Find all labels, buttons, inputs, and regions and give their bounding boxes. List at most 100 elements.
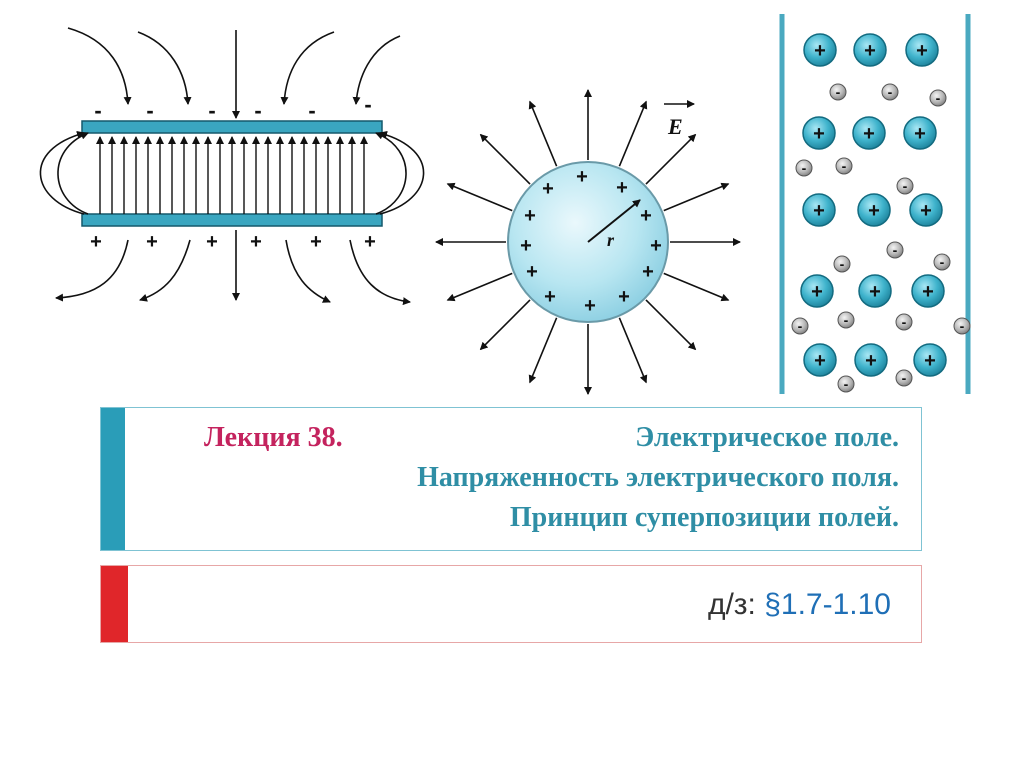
lecture-number: Лекция 38. <box>204 422 343 453</box>
field-ray <box>446 272 513 302</box>
svg-text:-: - <box>903 178 908 194</box>
svg-text:-: - <box>940 254 945 270</box>
svg-text:-: - <box>836 84 841 100</box>
charge-plus: + <box>584 295 596 317</box>
svg-text:+: + <box>813 123 825 145</box>
field-ray <box>528 100 558 167</box>
homework-sections: §1.7-1.10 <box>764 588 891 621</box>
charge-plus: + <box>526 261 538 283</box>
positive-ion: + <box>857 193 891 227</box>
field-ray <box>528 317 558 384</box>
electron: - <box>835 157 853 175</box>
charge-plus: + <box>90 231 102 253</box>
positive-ion: + <box>803 343 837 377</box>
svg-text:-: - <box>844 312 849 328</box>
charge-minus: - <box>308 98 315 123</box>
homework-accent-bar <box>101 566 128 642</box>
svg-text:+: + <box>920 200 932 222</box>
svg-text:-: - <box>888 84 893 100</box>
positive-ion: + <box>803 33 837 67</box>
charge-plus: + <box>146 231 158 253</box>
positive-ion: + <box>852 116 886 150</box>
charge-plus: + <box>524 205 536 227</box>
svg-text:+: + <box>865 350 877 372</box>
svg-text:+: + <box>914 123 926 145</box>
svg-text:+: + <box>811 281 823 303</box>
homework-text: д/з: §1.7-1.10 <box>708 588 891 622</box>
svg-text:+: + <box>869 281 881 303</box>
radius-label: r <box>607 230 615 250</box>
electron: - <box>791 317 809 335</box>
radius-arrow <box>587 199 641 243</box>
positive-ion: + <box>913 343 947 377</box>
charge-plus: + <box>206 231 218 253</box>
electron: - <box>881 83 899 101</box>
electron: - <box>833 255 851 273</box>
positive-ion: + <box>903 116 937 150</box>
capacitor-diagram: - - - - - - + + + + + + <box>39 27 425 306</box>
positive-ion: + <box>854 343 888 377</box>
charge-plus: + <box>520 235 532 257</box>
lecture-title: Электрическое поле. Напряженность электр… <box>139 418 899 538</box>
charge-plus: + <box>576 166 588 188</box>
positive-ion: + <box>909 193 943 227</box>
field-ray <box>645 299 697 351</box>
field-lines-inner <box>96 136 368 214</box>
svg-text:+: + <box>924 350 936 372</box>
field-ray <box>618 100 648 167</box>
field-ray <box>645 133 697 185</box>
negative-charge-labels: - - - - - - <box>94 92 371 123</box>
electron: - <box>929 89 947 107</box>
svg-text:-: - <box>902 314 907 330</box>
negative-plate <box>81 120 383 134</box>
electron: - <box>933 253 951 271</box>
charge-minus: - <box>146 98 153 123</box>
field-ray <box>618 317 648 384</box>
charge-plus: + <box>640 205 652 227</box>
charge-minus: - <box>254 98 261 123</box>
charge-minus: - <box>94 98 101 123</box>
field-ray <box>479 133 531 185</box>
electron: - <box>837 311 855 329</box>
electron: - <box>837 375 855 393</box>
positive-ion: + <box>911 274 945 308</box>
svg-text:-: - <box>840 256 845 272</box>
svg-text:+: + <box>922 281 934 303</box>
electron: - <box>895 313 913 331</box>
charge-plus: + <box>650 235 662 257</box>
lecture-title-box: Лекция 38. Электрическое поле. Напряженн… <box>100 407 922 551</box>
svg-text:-: - <box>842 158 847 174</box>
charge-plus: + <box>642 261 654 283</box>
charge-plus: + <box>364 231 376 253</box>
electron: - <box>896 177 914 195</box>
positive-ion: + <box>858 274 892 308</box>
electron: - <box>829 83 847 101</box>
charge-plus: + <box>310 231 322 253</box>
electron: - <box>953 317 971 335</box>
svg-text:-: - <box>802 160 807 176</box>
title-line-3: Принцип суперпозиции полей. <box>509 502 899 533</box>
svg-text:-: - <box>893 242 898 258</box>
title-line-1: Электрическое поле. <box>635 422 899 453</box>
svg-text:-: - <box>844 376 849 392</box>
free-electrons: --------------- <box>791 83 971 393</box>
svg-text:+: + <box>814 40 826 62</box>
positive-ion: + <box>802 193 836 227</box>
positive-ion: + <box>802 116 836 150</box>
charge-plus: + <box>544 286 556 308</box>
physics-diagram: - - - - - - + + + + + + r + + + + + + + + + + + + E… <box>39 14 971 395</box>
field-ray <box>663 182 730 212</box>
svg-text:+: + <box>814 350 826 372</box>
field-vector-label: E <box>667 114 683 139</box>
charge-minus: - <box>208 98 215 123</box>
title-line-2: Напряженность электрического поля. <box>417 462 899 493</box>
svg-text:-: - <box>960 318 965 334</box>
positive-ion: + <box>800 274 834 308</box>
electron: - <box>795 159 813 177</box>
electron: - <box>886 241 904 259</box>
svg-text:+: + <box>813 200 825 222</box>
charged-sphere-diagram: r ++++++++++++ E <box>435 89 741 395</box>
svg-text:+: + <box>863 123 875 145</box>
positive-charge-labels: + + + + + + <box>90 231 376 253</box>
charge-plus: + <box>542 178 554 200</box>
